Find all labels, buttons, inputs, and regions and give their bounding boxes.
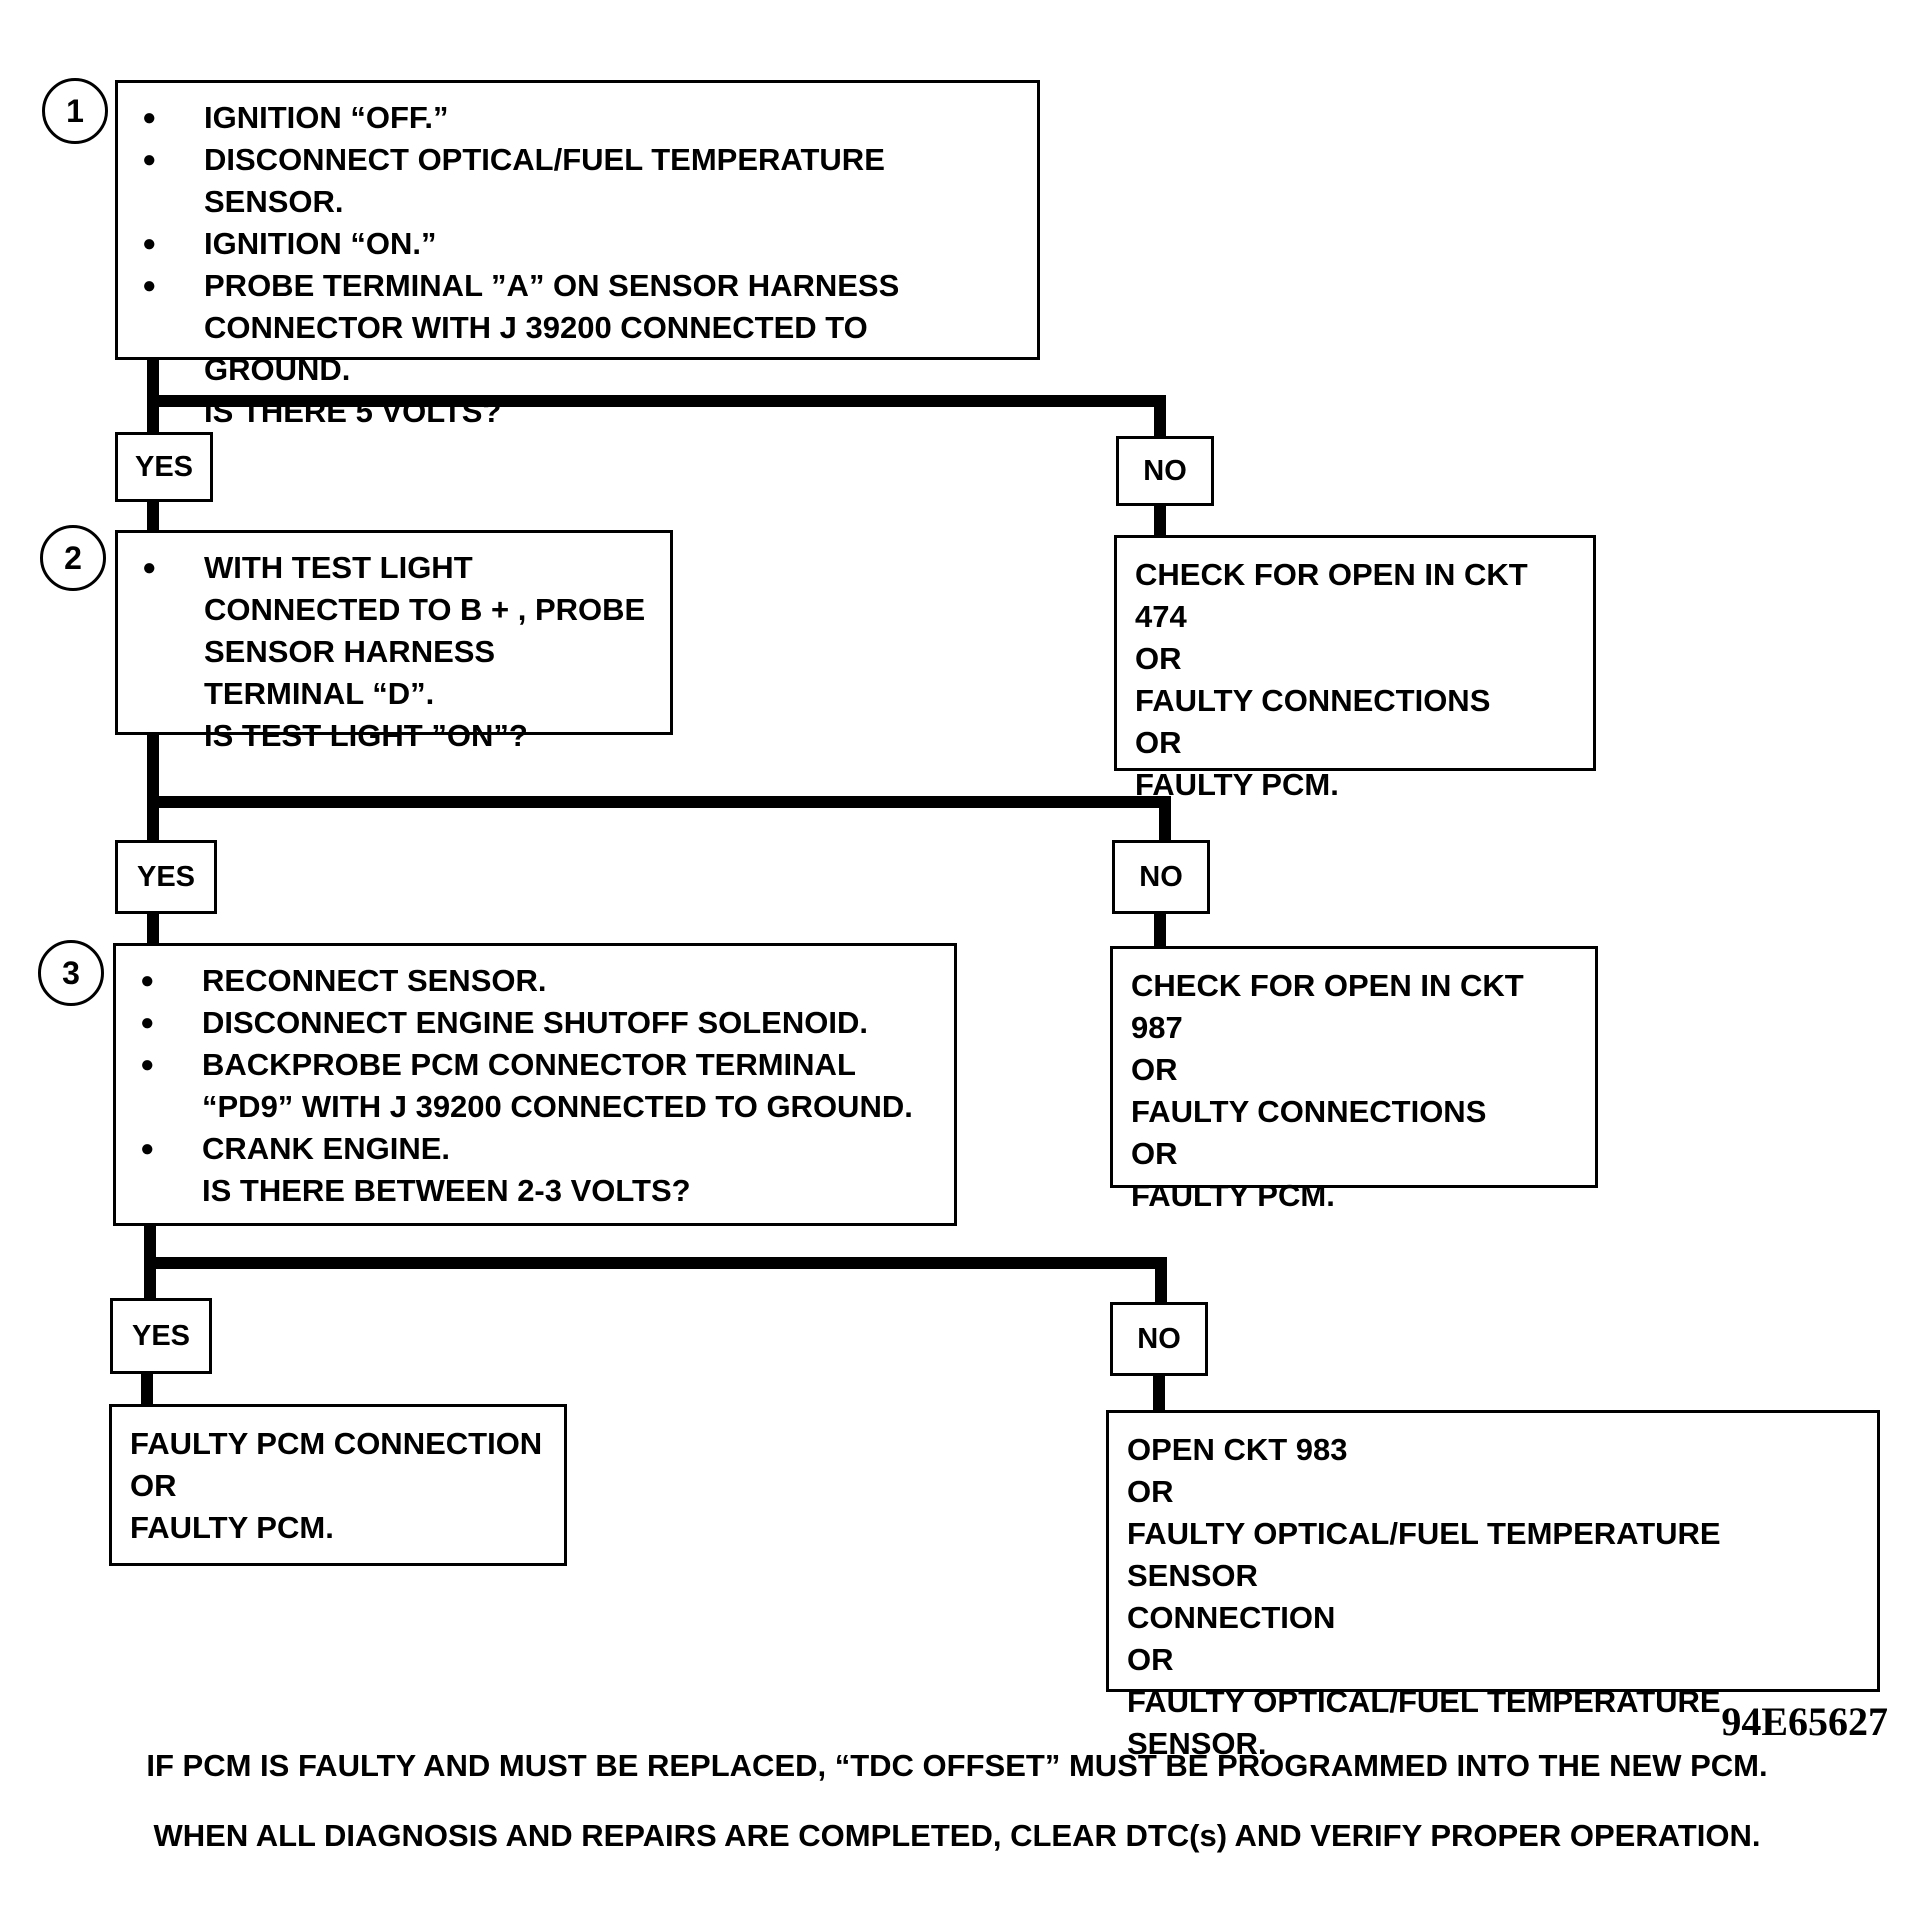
- no-result-1: CHECK FOR OPEN IN CKT 474 OR FAULTY CONN…: [1114, 535, 1596, 802]
- no-label-3: NO: [1110, 1302, 1208, 1376]
- step-3-bullet: DISCONNECT ENGINE SHUTOFF SOLENOID.: [136, 1002, 934, 1044]
- result-line: OPEN CKT 983: [1127, 1432, 1348, 1467]
- step-1-bullet: IGNITION “ON.”: [138, 223, 1017, 265]
- step-3-question: IS THERE BETWEEN 2-3 VOLTS?: [202, 1173, 691, 1208]
- step-1-bullet: IGNITION “OFF.”: [138, 97, 1017, 139]
- result-line: OR: [1131, 1136, 1178, 1171]
- yes-label-2: YES: [115, 840, 217, 914]
- step-2-box: WITH TEST LIGHT CONNECTED TO B + , PROBE…: [115, 530, 673, 753]
- yes-label-3: YES: [110, 1298, 212, 1374]
- result-line: OR: [1135, 641, 1182, 676]
- note-pcm-replacement: IF PCM IS FAULTY AND MUST BE REPLACED, “…: [146, 1748, 1768, 1783]
- step-1-box: IGNITION “OFF.” DISCONNECT OPTICAL/FUEL …: [115, 80, 1040, 429]
- step-2-question: IS TEST LIGHT ”ON”?: [204, 718, 528, 753]
- step-3-bullet: BACKPROBE PCM CONNECTOR TERMINAL “PD9” W…: [136, 1044, 934, 1128]
- result-line: CHECK FOR OPEN IN CKT 474: [1135, 557, 1528, 634]
- result-line: OR: [1135, 725, 1182, 760]
- no-label-1: NO: [1116, 436, 1214, 506]
- result-line: OR: [1127, 1642, 1174, 1677]
- yes-label-1: YES: [115, 432, 213, 502]
- step-1-bullet: PROBE TERMINAL ”A” ON SENSOR HARNESS CON…: [138, 265, 1017, 391]
- result-line: FAULTY CONNECTIONS: [1135, 683, 1491, 718]
- result-line: FAULTY OPTICAL/FUEL TEMPERATURE SENSOR: [1127, 1516, 1721, 1593]
- step-1-question: IS THERE 5 VOLTS?: [204, 394, 502, 429]
- result-line: FAULTY PCM.: [1135, 767, 1339, 802]
- result-line: CONNECTION: [1127, 1600, 1336, 1635]
- step-3-bullet: CRANK ENGINE.: [136, 1128, 934, 1170]
- figure-code: 94E65627: [1721, 1699, 1888, 1744]
- yes-result-3: FAULTY PCM CONNECTION OR FAULTY PCM.: [109, 1404, 567, 1566]
- result-line: FAULTY PCM.: [130, 1510, 334, 1545]
- result-line: FAULTY CONNECTIONS: [1131, 1094, 1487, 1129]
- step-2-bullet: WITH TEST LIGHT CONNECTED TO B + , PROBE…: [138, 547, 650, 715]
- result-line: OR: [1127, 1474, 1174, 1509]
- step-number-1: 1: [42, 78, 108, 144]
- step-3-bullet: RECONNECT SENSOR.: [136, 960, 934, 1002]
- result-line: FAULTY PCM CONNECTION: [130, 1426, 543, 1461]
- step-3-box: RECONNECT SENSOR. DISCONNECT ENGINE SHUT…: [113, 943, 957, 1226]
- step-1-bullet: DISCONNECT OPTICAL/FUEL TEMPERATURE SENS…: [138, 139, 1017, 223]
- no-result-2: CHECK FOR OPEN IN CKT 987 OR FAULTY CONN…: [1110, 946, 1598, 1213]
- no-result-3: OPEN CKT 983 OR FAULTY OPTICAL/FUEL TEMP…: [1106, 1410, 1880, 1761]
- result-line: CHECK FOR OPEN IN CKT 987: [1131, 968, 1524, 1045]
- step-number-2: 2: [40, 525, 106, 591]
- result-line: FAULTY PCM.: [1131, 1178, 1335, 1213]
- no-label-2: NO: [1112, 840, 1210, 914]
- result-line: OR: [130, 1468, 177, 1503]
- step-number-3: 3: [38, 940, 104, 1006]
- note-clear-dtc: WHEN ALL DIAGNOSIS AND REPAIRS ARE COMPL…: [153, 1818, 1761, 1853]
- result-line: FAULTY OPTICAL/FUEL TEMPERATURE SENSOR.: [1127, 1684, 1721, 1761]
- result-line: OR: [1131, 1052, 1178, 1087]
